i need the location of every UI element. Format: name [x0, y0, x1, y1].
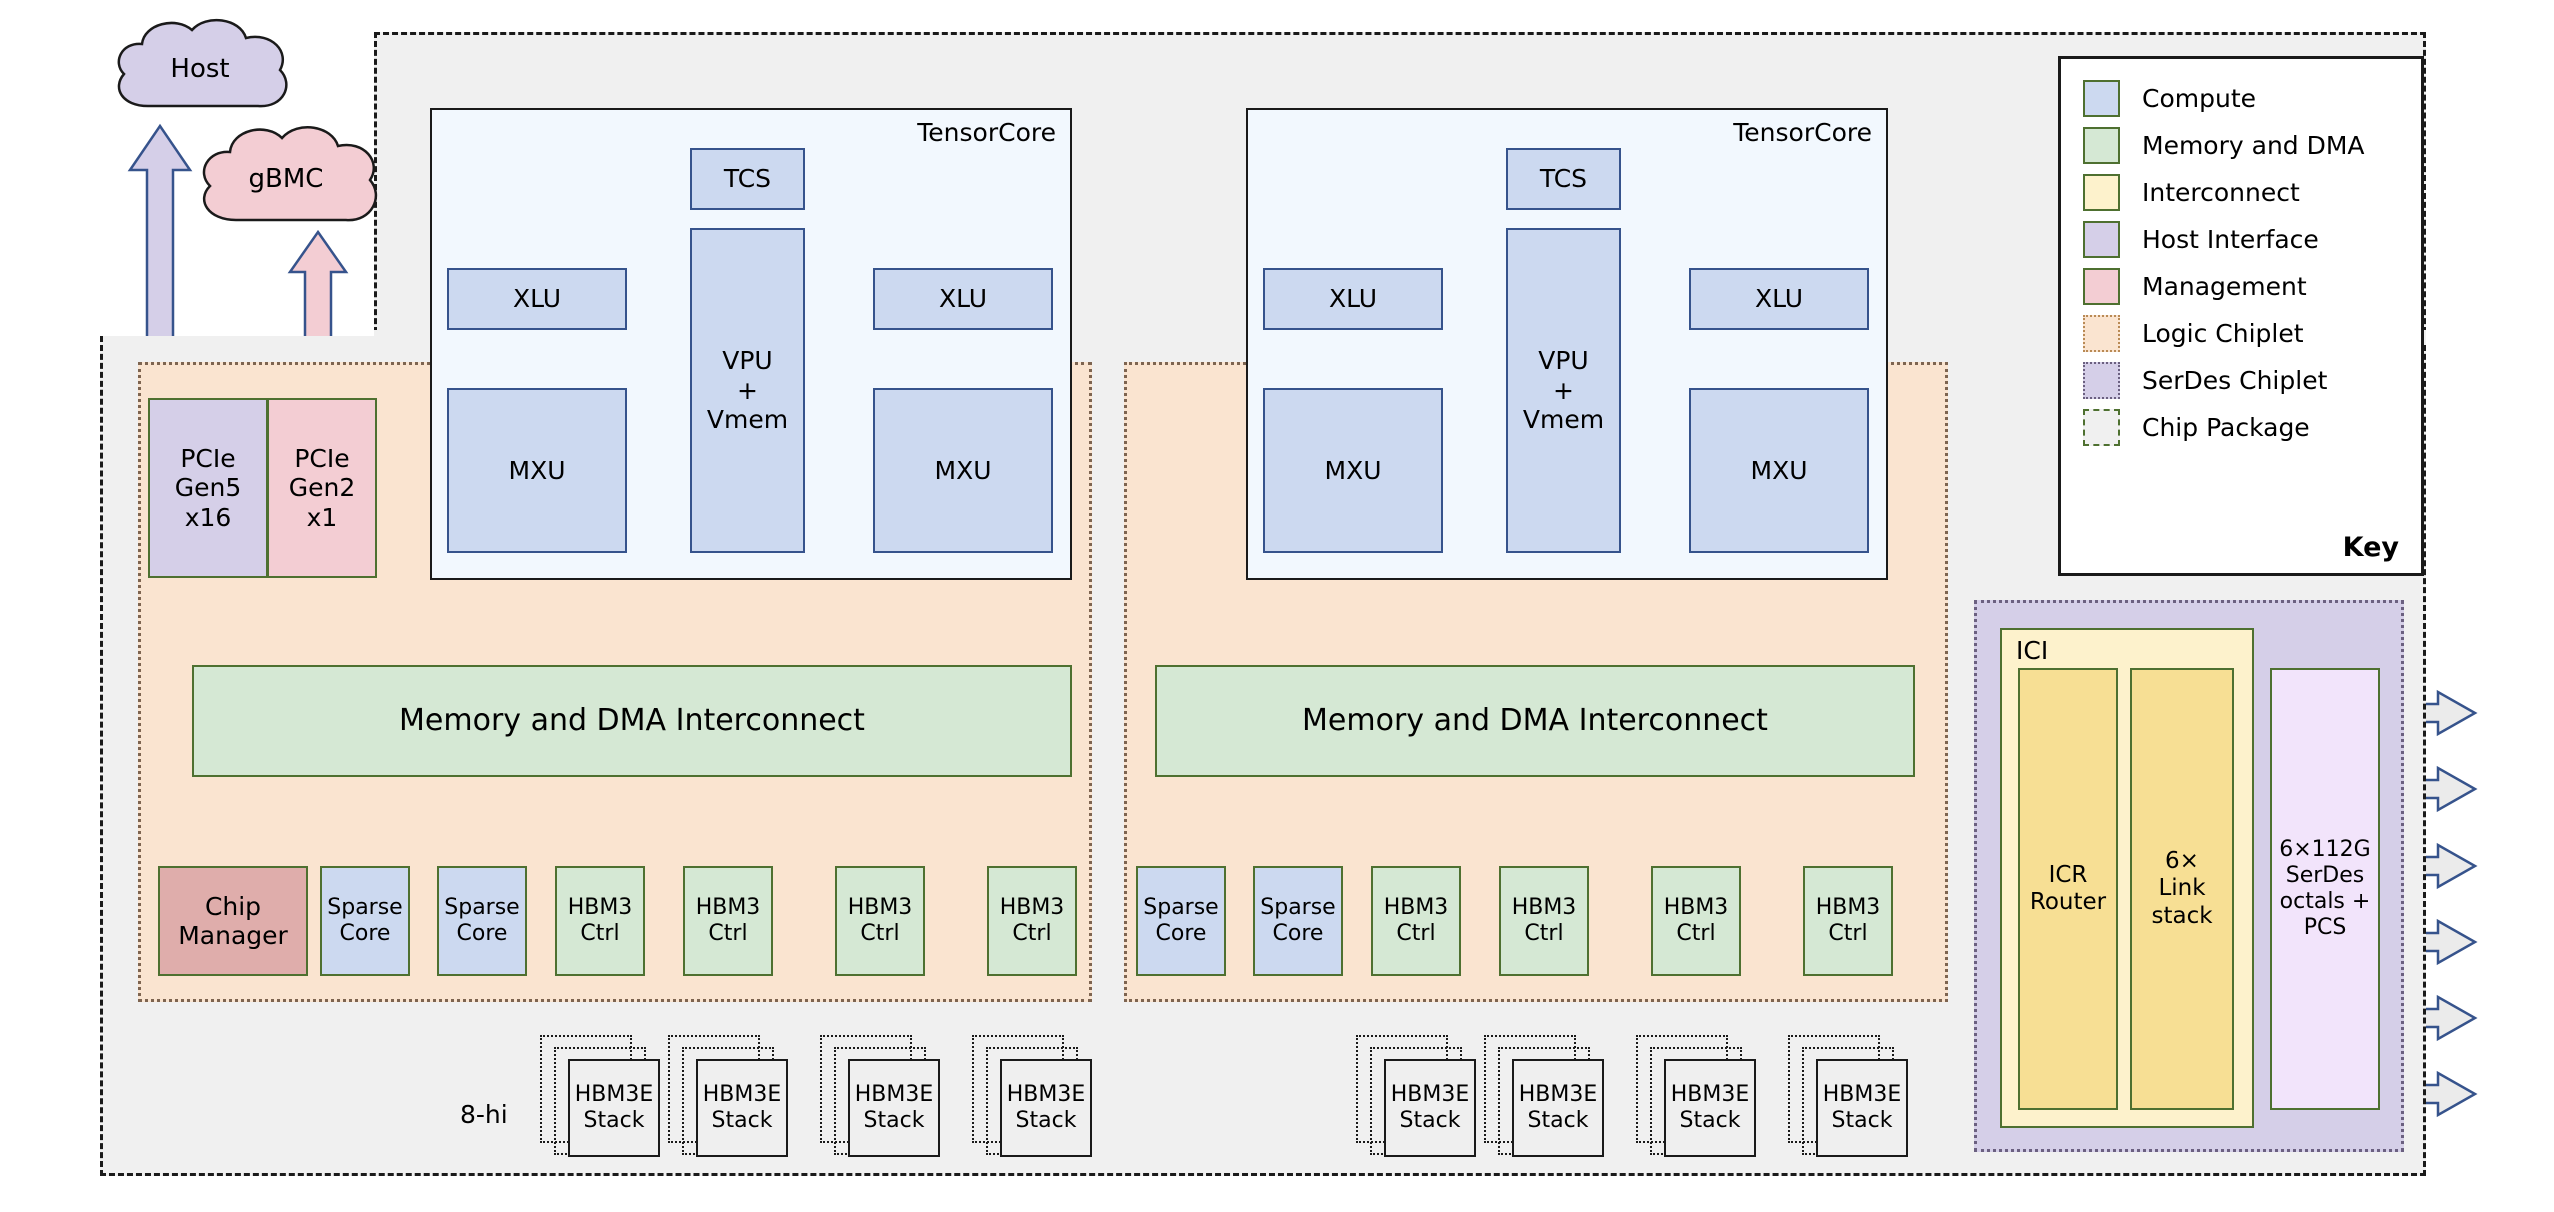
xlu-right-chiplet-left-block: XLU: [1263, 268, 1443, 330]
pcie-gen5-line2: Gen5: [174, 473, 242, 503]
legend-swatch-management: [2083, 268, 2120, 305]
legend-swatch-serdes-chiplet: [2083, 362, 2120, 399]
tcs-left-block: TCS: [690, 148, 805, 210]
vpu-left-line2: +: [737, 375, 758, 405]
legend-swatch-chip-package: [2083, 409, 2120, 446]
ici-label: ICI: [2016, 636, 2049, 665]
mxu-right-block: MXU: [873, 388, 1053, 553]
pcie-gen2-block: PCIe Gen2 x1: [267, 398, 377, 578]
legend-swatch-memory-and-dma: [2083, 127, 2120, 164]
host-cloud-shape: [117, 18, 288, 108]
eight-hi-label: 8-hi: [460, 1100, 508, 1129]
host-cloud: Host: [100, 14, 300, 124]
gbmc-cloud-shape: [202, 126, 378, 222]
pcie-gen5-line3: x16: [184, 502, 232, 532]
pcie-gen5-block: PCIe Gen5 x16: [148, 398, 268, 578]
xlu-left-block: XLU: [447, 268, 627, 330]
legend-swatch-logic-chiplet: [2083, 315, 2120, 352]
tensorcore-left-title: TensorCore: [917, 118, 1056, 147]
xlu-right-chiplet-right-block: XLU: [1689, 268, 1869, 330]
legend-label-memory-and-dma: Memory and DMA: [2142, 131, 2365, 160]
legend-swatch-host-interface: [2083, 221, 2120, 258]
legend-item-interconnect: Interconnect: [2061, 169, 2421, 216]
legend-item-host-interface: Host Interface: [2061, 216, 2421, 263]
legend-label-serdes-chiplet: SerDes Chiplet: [2142, 366, 2328, 395]
host-cloud-label: Host: [170, 54, 230, 84]
vpu-left-line1: VPU: [722, 346, 773, 376]
vpu-vmem-left-block: VPU + Vmem: [690, 228, 805, 553]
vpu-left-line3: Vmem: [706, 405, 789, 435]
vpu-vmem-right-block: VPU + Vmem: [1506, 228, 1621, 553]
legend-panel: Compute Memory and DMA Interconnect Host…: [2058, 56, 2424, 576]
gbmc-cloud: gBMC: [186, 120, 386, 238]
xlu-right-block: XLU: [873, 268, 1053, 330]
legend-label-interconnect: Interconnect: [2142, 178, 2300, 207]
legend-swatch-compute: [2083, 80, 2120, 117]
legend-key-title: Key: [2342, 532, 2399, 563]
mxu-right-chiplet-left-block: MXU: [1263, 388, 1443, 553]
legend-label-chip-package: Chip Package: [2142, 413, 2310, 442]
pcie-gen5-line1: PCIe: [180, 443, 236, 473]
legend-item-serdes-chiplet: SerDes Chiplet: [2061, 357, 2421, 404]
legend-item-chip-package: Chip Package: [2061, 404, 2421, 451]
legend-label-host-interface: Host Interface: [2142, 225, 2319, 254]
legend-item-logic-chiplet: Logic Chiplet: [2061, 310, 2421, 357]
legend-label-management: Management: [2142, 272, 2307, 301]
tensorcore-right-title: TensorCore: [1733, 118, 1872, 147]
legend-label-logic-chiplet: Logic Chiplet: [2142, 319, 2304, 348]
chip-manager-line2: Manager: [178, 921, 288, 950]
legend-swatch-interconnect: [2083, 174, 2120, 211]
legend-item-memory-and-dma: Memory and DMA: [2061, 122, 2421, 169]
chip-manager-line1: Chip: [204, 891, 262, 921]
legend-item-compute: Compute: [2061, 75, 2421, 122]
mxu-right-chiplet-right-block: MXU: [1689, 388, 1869, 553]
memory-dma-interconnect-right: Memory and DMA Interconnect: [1155, 665, 1915, 777]
chip-manager-block: Chip Manager: [158, 866, 308, 976]
pcie-gen2-line3: x1: [306, 502, 338, 532]
legend-label-compute: Compute: [2142, 84, 2257, 113]
tcs-right-block: TCS: [1506, 148, 1621, 210]
pcie-gen2-line2: Gen2: [288, 473, 356, 503]
gbmc-cloud-label: gBMC: [248, 164, 324, 194]
memory-dma-interconnect-left: Memory and DMA Interconnect: [192, 665, 1072, 777]
mxu-left-block: MXU: [447, 388, 627, 553]
legend-item-management: Management: [2061, 263, 2421, 310]
pcie-gen2-line1: PCIe: [294, 443, 350, 473]
